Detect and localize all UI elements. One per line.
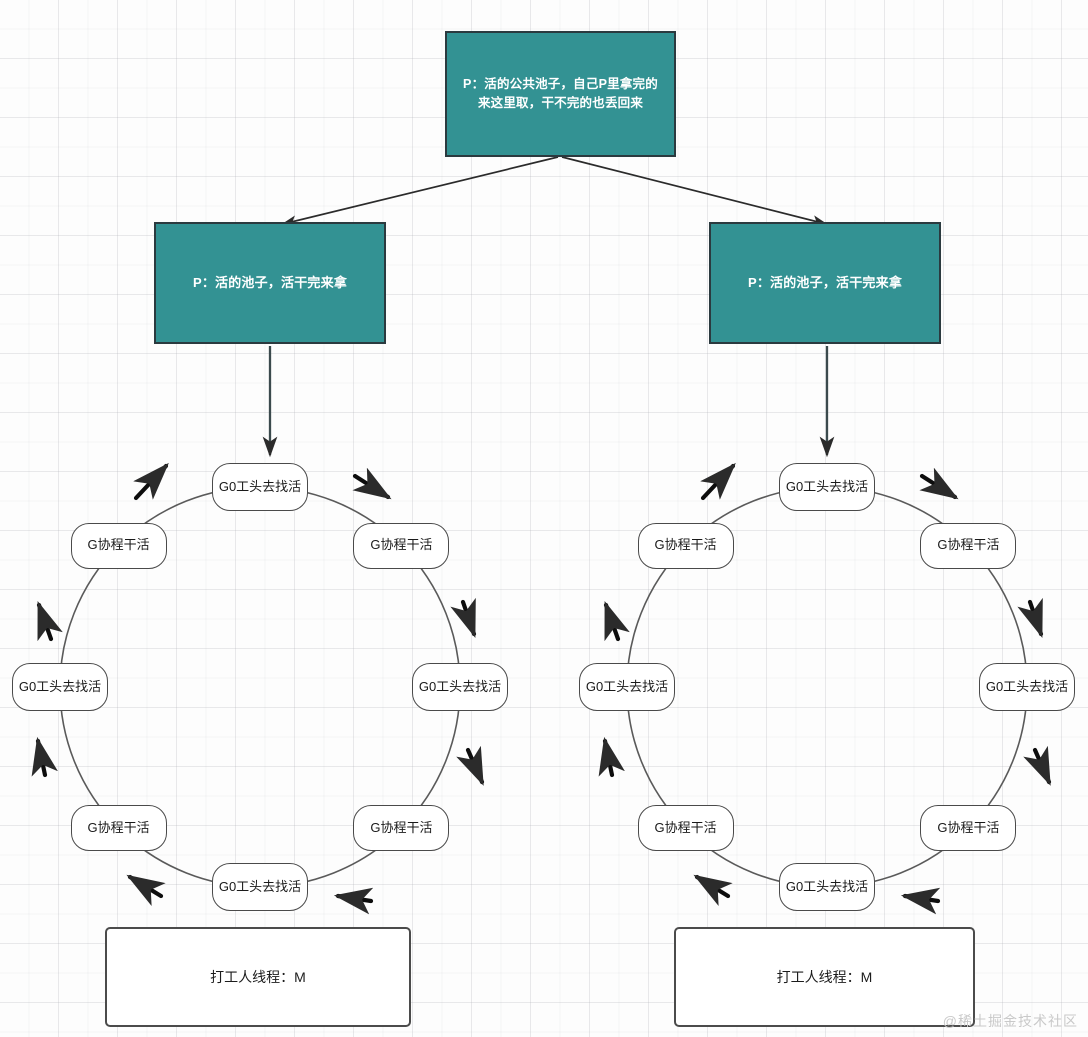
- worker-thread-label-right: 打工人线程：M: [776, 969, 873, 985]
- ring-node[interactable]: G协程干活: [353, 805, 450, 852]
- ring-node-label: G0工头去找活: [218, 478, 302, 494]
- ring-node-label: G0工头去找活: [985, 678, 1069, 694]
- ring-node[interactable]: G0工头去找活: [979, 663, 1075, 711]
- worker-thread-box-left[interactable]: 打工人线程：M: [105, 927, 411, 1027]
- ring-node-label: G协程干活: [937, 820, 1000, 836]
- local-run-queue-label-left: P：活的池子，活干完来拿: [192, 274, 348, 290]
- local-run-queue-label-right: P：活的池子，活干完来拿: [747, 274, 903, 290]
- ring-node-label: G协程干活: [937, 537, 1000, 553]
- watermark: @稀土掘金技术社区: [942, 1013, 1078, 1029]
- ring-node[interactable]: G0工头去找活: [579, 663, 675, 711]
- connector-global-to-left-p: [281, 156, 559, 227]
- global-run-queue-box[interactable]: P：活的公共池子，自己P里拿完的来这里取，干不完的也丢回来: [445, 31, 676, 157]
- local-run-queue-box-right[interactable]: P：活的池子，活干完来拿: [709, 222, 941, 344]
- ring-node[interactable]: G协程干活: [637, 805, 734, 852]
- ring-node[interactable]: G协程干活: [920, 805, 1017, 852]
- ring-node-label: G协程干活: [654, 820, 717, 836]
- ring-node[interactable]: G协程干活: [70, 522, 167, 569]
- ring-node-label: G0工头去找活: [218, 878, 302, 894]
- ring-node-label: G0工头去找活: [18, 678, 102, 694]
- ring-node[interactable]: G协程干活: [353, 522, 450, 569]
- ring-node-label: G0工头去找活: [785, 878, 869, 894]
- local-run-queue-box-left[interactable]: P：活的池子，活干完来拿: [154, 222, 386, 344]
- ring-node-label: G协程干活: [87, 820, 150, 836]
- ring-node-label: G0工头去找活: [418, 678, 502, 694]
- ring-node[interactable]: G0工头去找活: [779, 863, 875, 911]
- ring-node[interactable]: G0工头去找活: [779, 463, 875, 511]
- ring-node[interactable]: G0工头去找活: [412, 663, 508, 711]
- global-run-queue-label: P：活的公共池子，自己P里拿完的来这里取，干不完的也丢回来: [463, 76, 658, 110]
- ring-node-label: G协程干活: [370, 537, 433, 553]
- ring-node-label: G协程干活: [654, 537, 717, 553]
- ring-node[interactable]: G0工头去找活: [212, 863, 308, 911]
- ring-node[interactable]: G0工头去找活: [12, 663, 108, 711]
- connector-global-to-right-p: [561, 156, 828, 226]
- ring-node-label: G协程干活: [370, 820, 433, 836]
- ring-node[interactable]: G协程干活: [70, 805, 167, 852]
- ring-node[interactable]: G协程干活: [920, 522, 1017, 569]
- ring-node[interactable]: G协程干活: [637, 522, 734, 569]
- ring-node-label: G协程干活: [87, 537, 150, 553]
- ring-node-label: G0工头去找活: [785, 478, 869, 494]
- worker-thread-label-left: 打工人线程：M: [210, 969, 306, 985]
- worker-thread-box-right[interactable]: 打工人线程：M: [674, 927, 975, 1027]
- ring-node-label: G0工头去找活: [585, 678, 669, 694]
- ring-node[interactable]: G0工头去找活: [212, 463, 308, 511]
